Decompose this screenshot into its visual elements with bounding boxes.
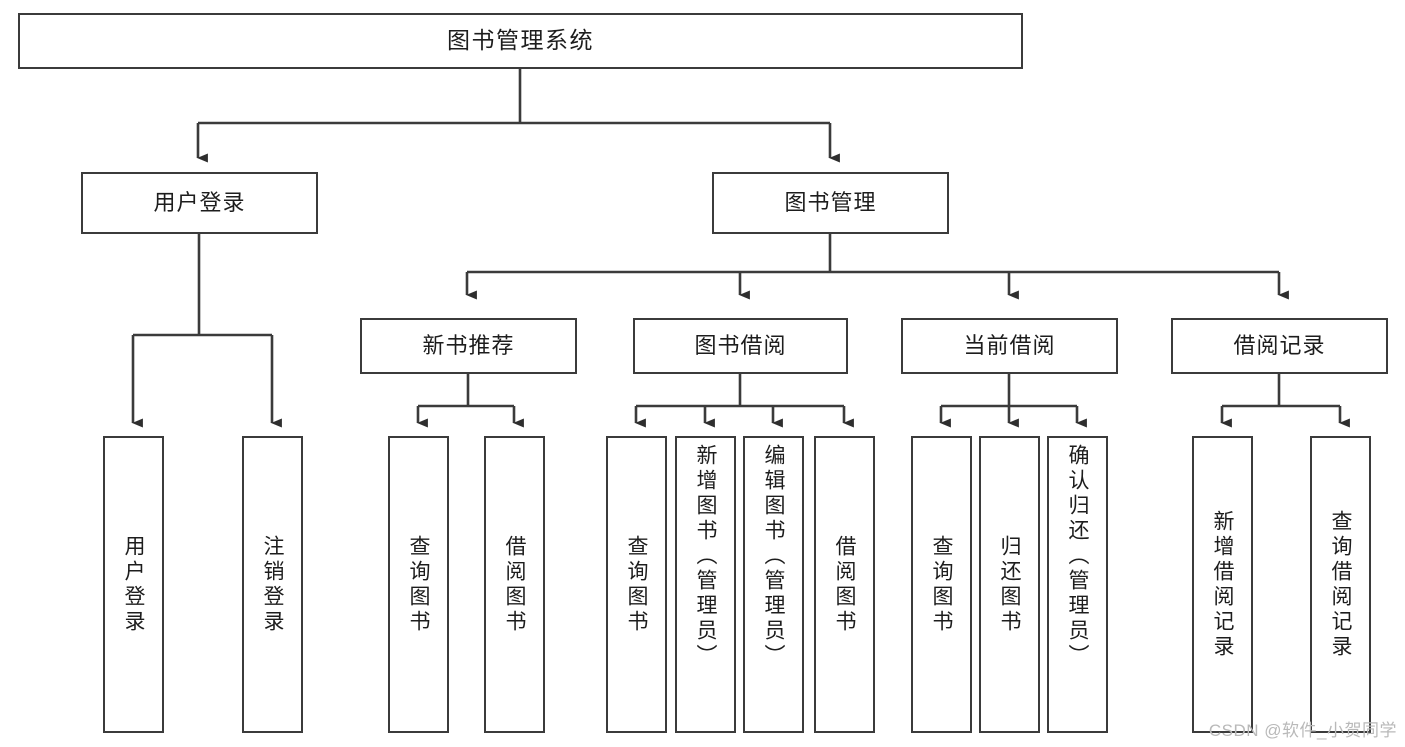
- node-label: 图书借阅: [694, 333, 787, 359]
- node-label: 归还图书: [998, 534, 1021, 635]
- leaf-query-book-2[interactable]: 查询图书: [606, 436, 667, 733]
- node-label: 新书推荐: [422, 333, 515, 359]
- node-label: 查询借阅记录: [1329, 509, 1352, 660]
- node-root-book-management-system[interactable]: 图书管理系统: [18, 13, 1023, 69]
- node-current-borrow[interactable]: 当前借阅: [901, 318, 1118, 374]
- node-label: 新增借阅记录: [1211, 509, 1234, 660]
- node-label: 借阅图书: [503, 534, 526, 635]
- leaf-user-login[interactable]: 用户登录: [103, 436, 164, 733]
- node-book-manage[interactable]: 图书管理: [712, 172, 949, 234]
- csdn-watermark: CSDN @软件_小贺同学: [1208, 721, 1397, 740]
- leaf-user-logout[interactable]: 注销登录: [242, 436, 303, 733]
- node-label: 查询图书: [930, 534, 953, 635]
- node-borrow-record[interactable]: 借阅记录: [1171, 318, 1388, 374]
- leaf-add-book[interactable]: 新增图书（管理员）: [675, 436, 736, 733]
- node-label: 注销登录: [261, 534, 284, 635]
- node-label: 图书管理系统: [447, 27, 594, 54]
- node-label: 借阅记录: [1233, 333, 1326, 359]
- leaf-edit-book[interactable]: 编辑图书（管理员）: [743, 436, 804, 733]
- node-book-borrow[interactable]: 图书借阅: [633, 318, 848, 374]
- node-label: 查询图书: [407, 534, 430, 635]
- node-label: 用户登录: [153, 190, 246, 216]
- node-label: 当前借阅: [963, 333, 1056, 359]
- node-user-login[interactable]: 用户登录: [81, 172, 318, 234]
- node-label: 用户登录: [122, 534, 145, 635]
- node-label: 借阅图书: [833, 534, 856, 635]
- node-new-book-recommend[interactable]: 新书推荐: [360, 318, 577, 374]
- leaf-query-book-3[interactable]: 查询图书: [911, 436, 972, 733]
- leaf-query-record[interactable]: 查询借阅记录: [1310, 436, 1371, 733]
- leaf-return-book[interactable]: 归还图书: [979, 436, 1040, 733]
- leaf-add-record[interactable]: 新增借阅记录: [1192, 436, 1253, 733]
- leaf-borrow-book-2[interactable]: 借阅图书: [814, 436, 875, 733]
- leaf-confirm-return[interactable]: 确认归还（管理员）: [1047, 436, 1108, 733]
- leaf-borrow-book-1[interactable]: 借阅图书: [484, 436, 545, 733]
- node-label: 查询图书: [625, 534, 648, 635]
- leaf-query-book-1[interactable]: 查询图书: [388, 436, 449, 733]
- node-label: 新增图书（管理员）: [694, 444, 717, 669]
- node-label: 图书管理: [784, 190, 877, 216]
- node-label: 确认归还（管理员）: [1066, 444, 1089, 669]
- node-label: 编辑图书（管理员）: [762, 444, 785, 669]
